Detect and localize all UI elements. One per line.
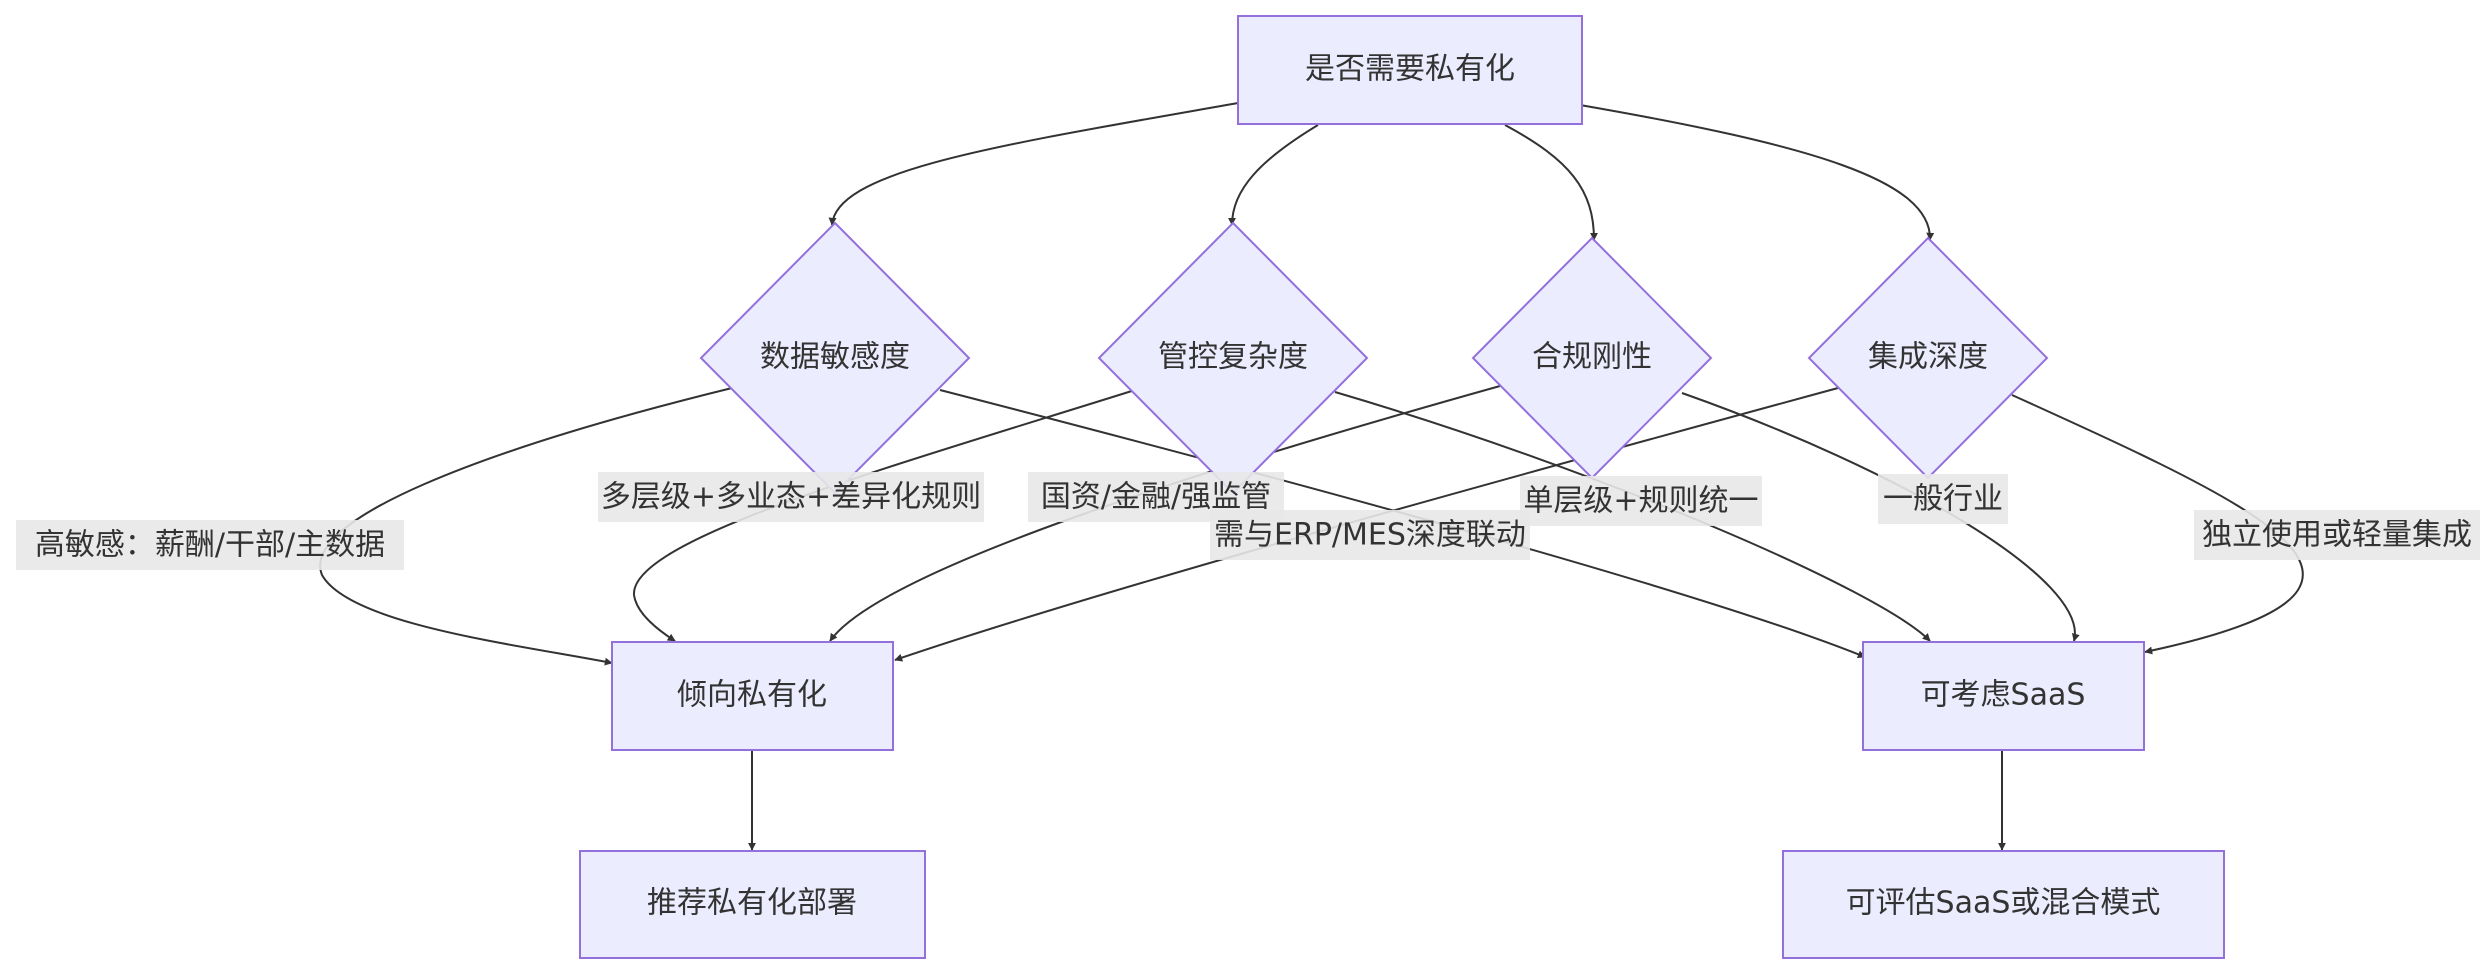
edge-label-erp-mes: 需与ERP/MES深度联动 <box>1210 510 1530 560</box>
node-prefer-private-label: 倾向私有化 <box>677 678 827 713</box>
svg-text:单层级+规则统一: 单层级+规则统一 <box>1523 484 1758 519</box>
node-compliance-rigidity: 合规刚性 <box>1471 236 1713 480</box>
edge-control-complexity-to-consider-saas <box>1334 391 1931 642</box>
node-consider-saas-label: 可考虑SaaS <box>1921 678 2086 713</box>
node-root-label: 是否需要私有化 <box>1305 52 1515 87</box>
node-recommend-private: 推荐私有化部署 <box>579 850 926 959</box>
node-prefer-private: 倾向私有化 <box>611 641 894 751</box>
edge-control-complexity-to-prefer-private <box>632 389 1136 642</box>
node-data-sensitivity-label: 数据敏感度 <box>760 340 910 375</box>
edge-label-standalone: 独立使用或轻量集成 <box>2194 510 2480 560</box>
node-consider-saas: 可考虑SaaS <box>1862 641 2145 751</box>
node-evaluate-saas-hybrid-label: 可评估SaaS或混合模式 <box>1846 886 2161 921</box>
edge-label-high-sensitivity: 高敏感：薪酬/干部/主数据 <box>16 520 404 570</box>
edge-integration-depth-to-consider-saas <box>2011 394 2304 655</box>
node-integration-depth: 集成深度 <box>1807 236 2049 480</box>
node-compliance-rigidity-label: 合规刚性 <box>1532 340 1652 375</box>
edge-root-to-compliance-rigidity <box>1504 124 1598 241</box>
node-control-complexity: 管控复杂度 <box>1097 221 1369 495</box>
svg-text:国资/金融/强监管: 国资/金融/强监管 <box>1041 480 1271 515</box>
svg-text:独立使用或轻量集成: 独立使用或轻量集成 <box>2202 518 2472 553</box>
edge-root-to-data-sensitivity <box>828 102 1239 226</box>
edge-label-multi-level: 多层级+多业态+差异化规则 <box>598 472 984 522</box>
node-evaluate-saas-hybrid: 可评估SaaS或混合模式 <box>1782 850 2225 959</box>
svg-text:多层级+多业态+差异化规则: 多层级+多业态+差异化规则 <box>601 480 981 515</box>
edge-label-general-industry: 一般行业 <box>1878 474 2008 524</box>
svg-text:高敏感：薪酬/干部/主数据: 高敏感：薪酬/干部/主数据 <box>35 528 385 563</box>
node-control-complexity-label: 管控复杂度 <box>1158 340 1308 375</box>
edge-label-single-level: 单层级+规则统一 <box>1520 476 1762 526</box>
node-root: 是否需要私有化 <box>1237 15 1583 125</box>
edge-root-to-integration-depth <box>1579 104 1935 241</box>
svg-text:需与ERP/MES深度联动: 需与ERP/MES深度联动 <box>1214 518 1526 553</box>
edge-root-to-control-complexity <box>1228 124 1319 226</box>
svg-text:一般行业: 一般行业 <box>1883 482 2003 517</box>
node-data-sensitivity: 数据敏感度 <box>699 221 971 495</box>
node-recommend-private-label: 推荐私有化部署 <box>647 886 857 921</box>
node-integration-depth-label: 集成深度 <box>1868 340 1988 375</box>
